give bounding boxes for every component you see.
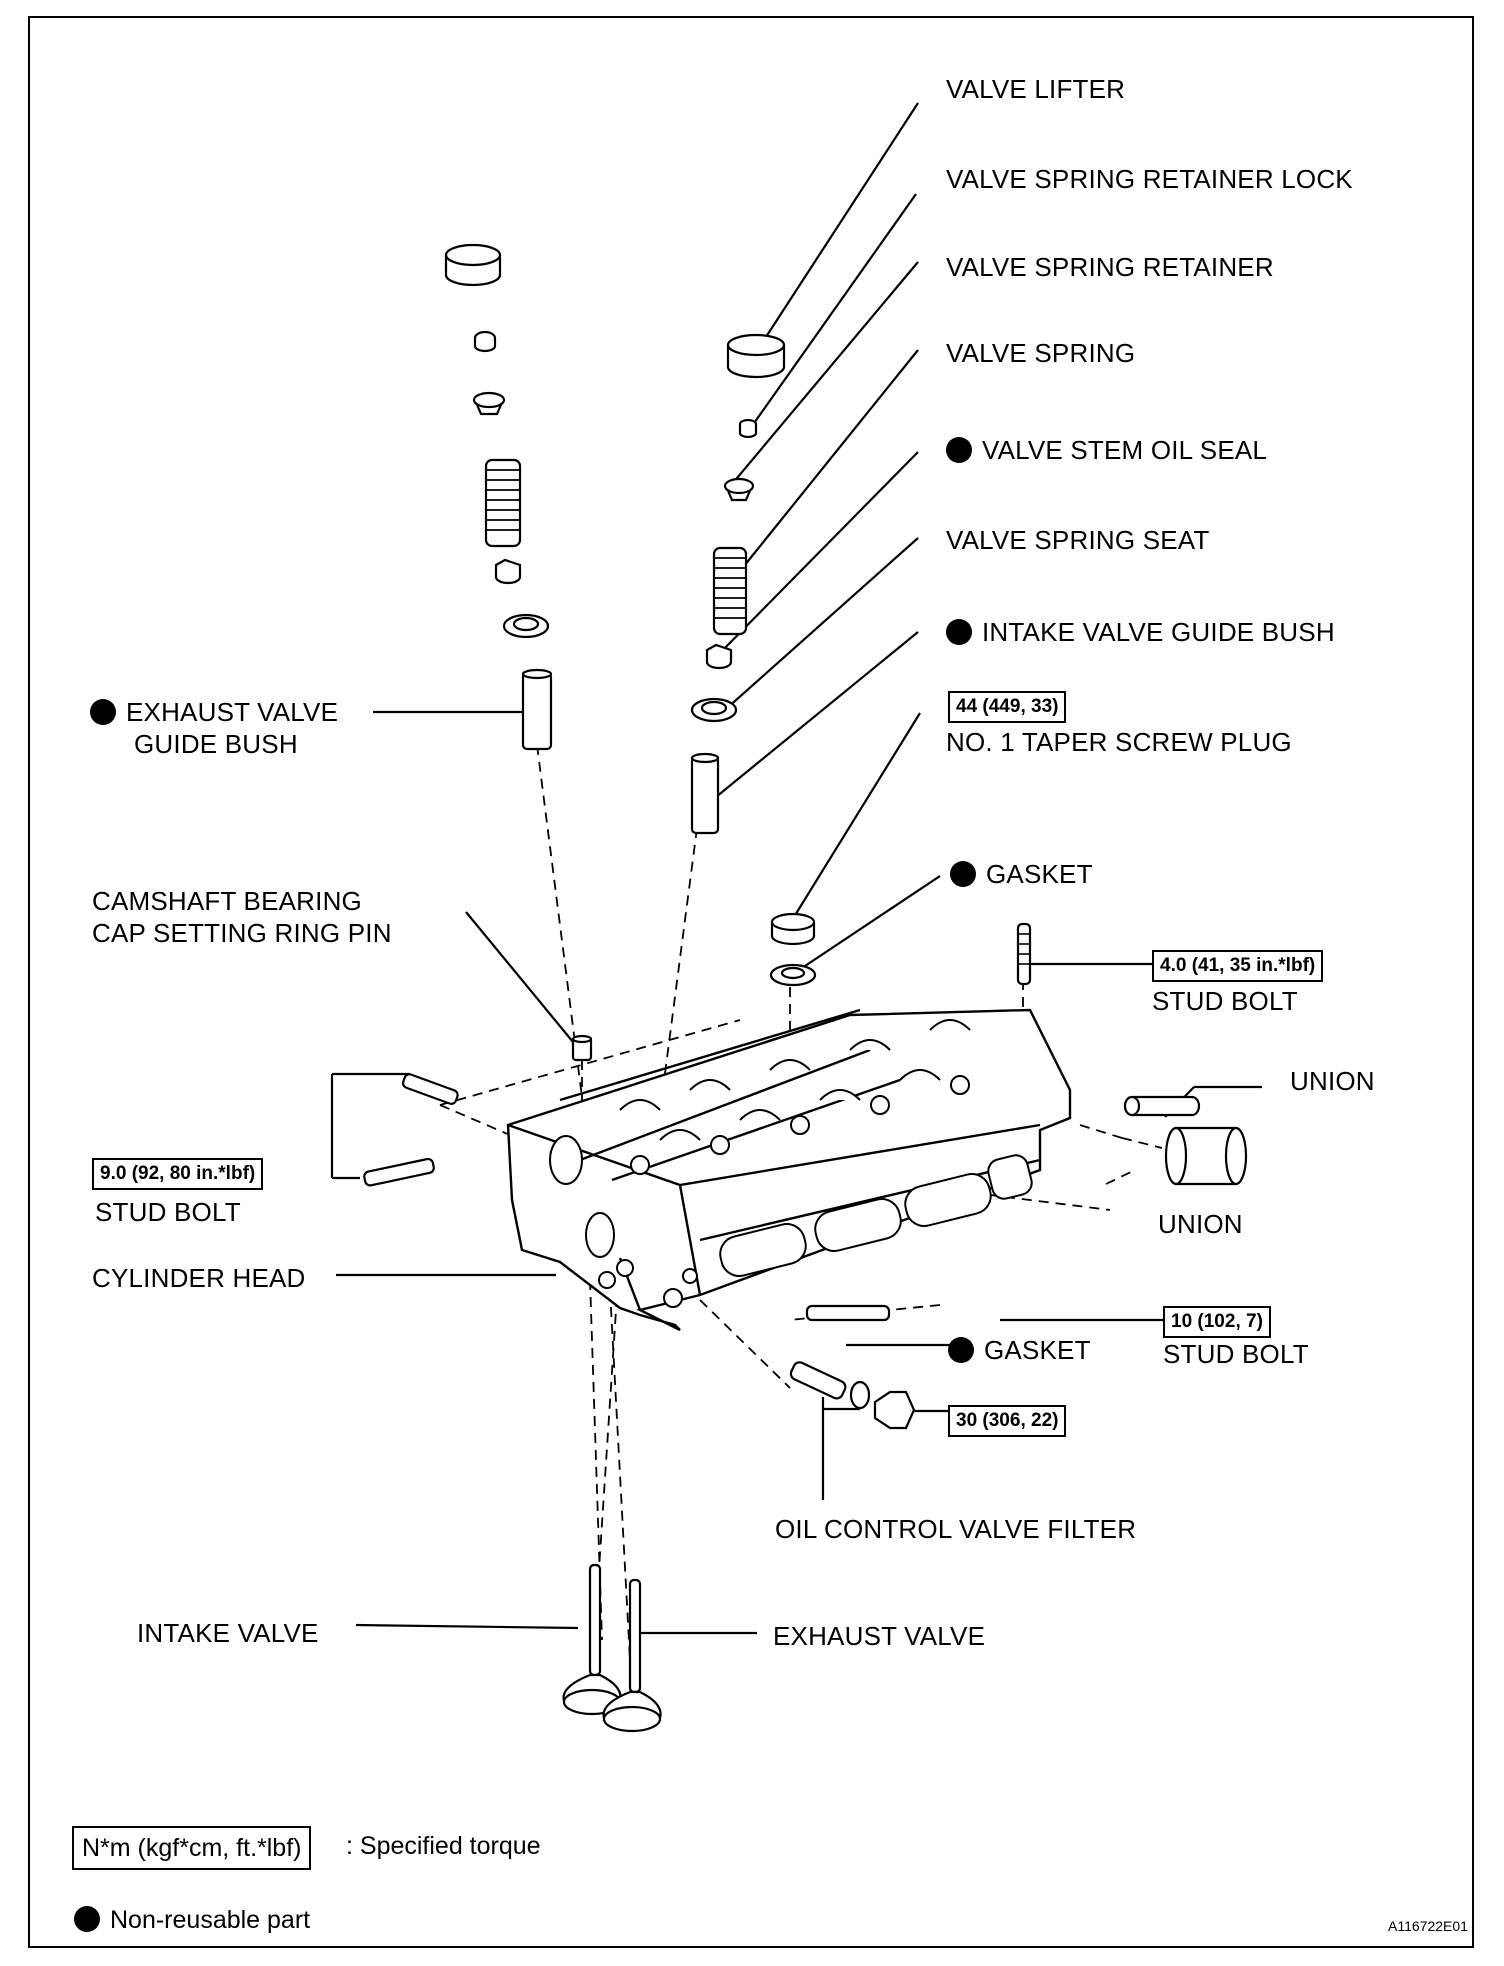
- legend-nonreusable: Non-reusable part: [74, 1900, 310, 1940]
- nonreusable-dot-icon: [90, 699, 116, 725]
- left-valve-stack: [444, 243, 553, 751]
- legend-torque-text: : Specified torque: [346, 1832, 541, 1860]
- nonreusable-dot-icon: [946, 437, 972, 463]
- label-gasket-top: GASKET: [950, 859, 1093, 890]
- figure-code: A116722E01: [1388, 1918, 1468, 1934]
- legend-torque-box: N*m (kgf*cm, ft.*lbf): [72, 1826, 312, 1870]
- label-intake-guide-bush: INTAKE VALVE GUIDE BUSH: [946, 617, 1335, 648]
- label-stud-right-bottom: STUD BOLT: [1163, 1339, 1309, 1369]
- label-taper-plug: NO. 1 TAPER SCREW PLUG: [946, 727, 1292, 757]
- label-spring-retainer: VALVE SPRING RETAINER: [946, 252, 1274, 282]
- label-stud-left: STUD BOLT: [95, 1197, 241, 1227]
- label-stud-right-top: STUD BOLT: [1152, 986, 1298, 1016]
- label-intake-valve: INTAKE VALVE: [137, 1618, 319, 1648]
- valves: [562, 1563, 662, 1733]
- torque-stud-right-top: 4.0 (41, 35 in.*lbf): [1152, 950, 1324, 982]
- label-exhaust-guide-bush-2: GUIDE BUSH: [134, 729, 298, 759]
- label-valve-spring: VALVE SPRING: [946, 338, 1136, 368]
- label-union-top: UNION: [1290, 1066, 1375, 1096]
- label-cam-pin-2: CAP SETTING RING PIN: [92, 918, 392, 948]
- label-stem-oil-seal: VALVE STEM OIL SEAL: [946, 435, 1267, 466]
- label-retainer-lock: VALVE SPRING RETAINER LOCK: [946, 164, 1353, 194]
- cylinder-head: [506, 1008, 1072, 1332]
- figure-frame: [28, 16, 1474, 1948]
- label-union-bottom: UNION: [1158, 1209, 1243, 1239]
- label-oil-filter: OIL CONTROL VALVE FILTER: [775, 1514, 1137, 1544]
- nonreusable-dot-icon: [74, 1906, 100, 1932]
- nonreusable-dot-icon: [948, 1337, 974, 1363]
- label-cylinder-head: CYLINDER HEAD: [92, 1263, 306, 1293]
- torque-stud-left: 9.0 (92, 80 in.*lbf): [92, 1158, 264, 1190]
- torque-taper-plug: 44 (449, 33): [948, 691, 1067, 723]
- label-exhaust-guide-bush: EXHAUST VALVE: [90, 697, 338, 728]
- label-spring-seat: VALVE SPRING SEAT: [946, 525, 1210, 555]
- right-valve-stack: [690, 333, 817, 987]
- torque-stud-right-bottom: 10 (102, 7): [1163, 1306, 1271, 1338]
- studs: [363, 922, 1248, 1430]
- torque-oil-filter: 30 (306, 22): [948, 1405, 1067, 1437]
- label-gasket-bottom: GASKET: [948, 1335, 1091, 1366]
- label-cam-pin: CAMSHAFT BEARING: [92, 886, 362, 916]
- leader-lines: [330, 102, 1262, 1635]
- nonreusable-dot-icon: [950, 861, 976, 887]
- label-valve-lifter: VALVE LIFTER: [946, 74, 1126, 104]
- label-exhaust-valve: EXHAUST VALVE: [773, 1621, 986, 1651]
- nonreusable-dot-icon: [946, 619, 972, 645]
